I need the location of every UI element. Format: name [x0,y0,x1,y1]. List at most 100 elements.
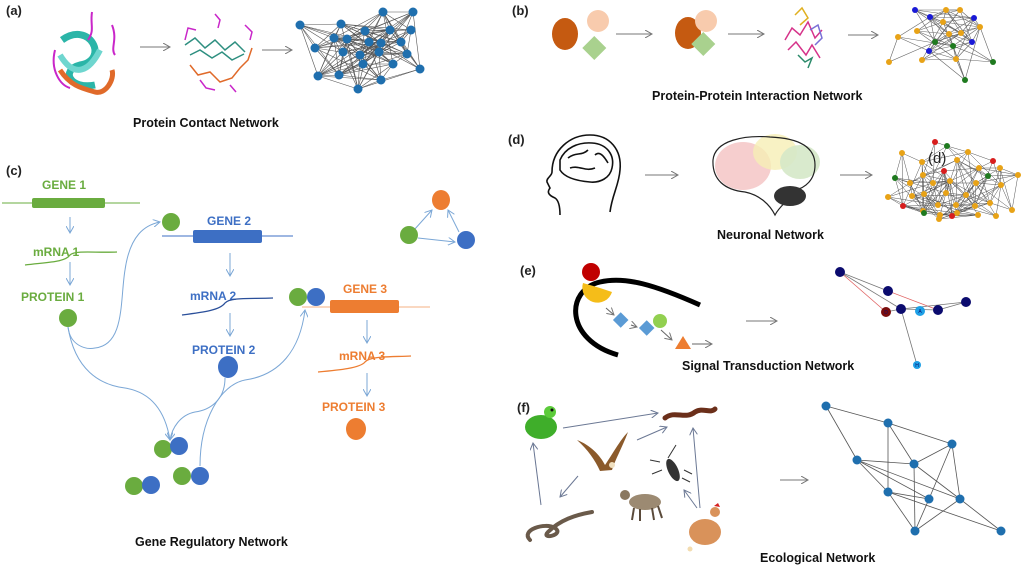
network-edge [914,9,936,43]
network-edge [887,196,925,214]
regulation-arrow [67,222,160,349]
network-edge [946,145,969,153]
complex-green-node [173,467,191,485]
network-edge [887,491,1002,532]
food-web-illustration [525,406,721,552]
network-node [374,47,384,57]
network-edge [887,290,939,311]
network-node [378,7,388,17]
network-node [310,43,320,53]
network-node [885,194,891,200]
network-edge [929,16,950,35]
network-edge [911,174,924,197]
network-node [899,150,905,156]
network-edge [346,11,384,40]
signal-transduction-diagram [573,263,712,358]
network-node [355,50,365,60]
network-edge [939,202,991,216]
network-edge [967,151,994,162]
network-edge [1011,174,1019,211]
mrna1-label: mRNA 1 [33,245,80,259]
network-node [415,64,425,74]
network-node [972,203,978,209]
network-edge [951,443,961,500]
network-edge [975,182,1002,186]
network-edge [382,11,412,31]
network-node [944,143,950,149]
network-edge [911,194,967,197]
network-edge [934,41,954,47]
signal-transduction-network-graph: AHD [835,267,971,369]
network-node [950,43,956,49]
network-edge [914,498,930,532]
network-edge [299,24,348,40]
motif-arrow [417,238,455,242]
network-edge [317,63,364,77]
network-node [913,361,921,369]
network-node [957,7,963,13]
motif-arrow [413,210,432,231]
network-edge [922,180,951,212]
protein2-label: PROTEIN 2 [192,343,256,357]
network-edge [922,170,945,176]
network-edge [922,174,951,182]
network-edge [338,74,382,81]
protein-complex-3d-structure [784,6,823,69]
network-edge [928,443,953,500]
food-web-arrow [562,413,658,429]
network-node-label: H [915,363,919,369]
network-edge [923,145,948,195]
caption-ecological-network: Ecological Network [760,551,876,565]
network-edge [928,32,962,52]
network-edge [956,184,1002,214]
network-node [963,192,969,198]
hyena-icon [620,490,663,521]
network-node [947,178,953,184]
complex-blue-node [191,467,209,485]
network-node [886,59,892,65]
motif-blue-node [457,231,475,249]
network-node [919,57,925,63]
network-edge [317,54,361,77]
network-edge [978,167,991,204]
network-edge [974,205,997,217]
motif-arrow [448,210,460,233]
neuronal-inset-label: (d) [928,150,946,167]
network-edge [955,204,997,217]
network-edge [949,180,957,206]
network-edge [894,152,903,179]
network-edge [299,23,342,26]
caption-signal-transduction-network: Signal Transduction Network [682,359,855,373]
network-node [895,34,901,40]
network-edge [975,182,997,217]
network-edge [909,159,958,184]
gene2-label: GENE 2 [207,214,252,228]
gene2-block [193,230,262,243]
network-edge [378,51,408,55]
network-node [915,306,925,316]
network-node [883,286,893,296]
network-edge [317,75,382,81]
network-node [971,15,977,21]
network-node [892,175,898,181]
network-edge [913,463,961,500]
network-node [329,33,339,43]
network-node [941,168,947,174]
protein-backbone-structure [184,13,253,93]
network-node [909,193,915,199]
neuronal-network-graph [885,139,1021,222]
network-edge [943,167,980,172]
protein2-node [218,356,238,378]
network-edge [342,42,382,53]
network-node [360,26,370,36]
network-edge [942,21,973,43]
network-edge [368,41,421,70]
network-edge [359,53,408,56]
network-node [821,401,831,411]
network-node [936,216,942,222]
network-edge [314,47,340,76]
network-node [958,30,964,36]
network-edge [955,184,1002,206]
protein-b-shape [587,10,609,32]
network-edge [978,167,1019,176]
